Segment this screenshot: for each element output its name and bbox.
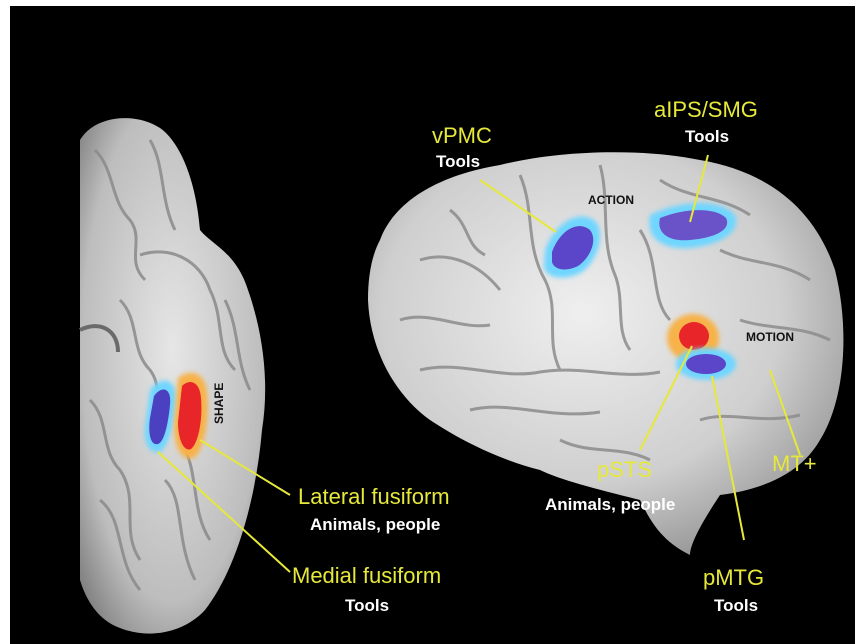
- pmtg-activation: [676, 348, 736, 380]
- action-label: ACTION: [588, 194, 634, 206]
- medial-fusiform-category-label: Tools: [345, 597, 389, 614]
- lateral-fusiform-category-label: Animals, people: [310, 516, 440, 533]
- medial-fusiform-label: Medial fusiform: [292, 565, 441, 587]
- aips-smg-label: aIPS/SMG: [654, 99, 758, 121]
- lateral-fusiform-label: Lateral fusiform: [298, 486, 450, 508]
- ventral-brain-view: [80, 118, 265, 633]
- ventral-hemisphere: [80, 118, 265, 633]
- aips-smg-category-label: Tools: [685, 128, 729, 145]
- psts-category-label: Animals, people: [545, 496, 675, 513]
- mt-label: MT+: [772, 453, 817, 475]
- motion-label: MOTION: [746, 331, 794, 343]
- psts-label: pSTS: [597, 459, 652, 481]
- vpmc-category-label: Tools: [436, 153, 480, 170]
- vpmc-label: vPMC: [432, 125, 492, 147]
- pmtg-label: pMTG: [703, 567, 764, 589]
- shape-label: SHAPE: [213, 383, 225, 424]
- pmtg-category-label: Tools: [714, 597, 758, 614]
